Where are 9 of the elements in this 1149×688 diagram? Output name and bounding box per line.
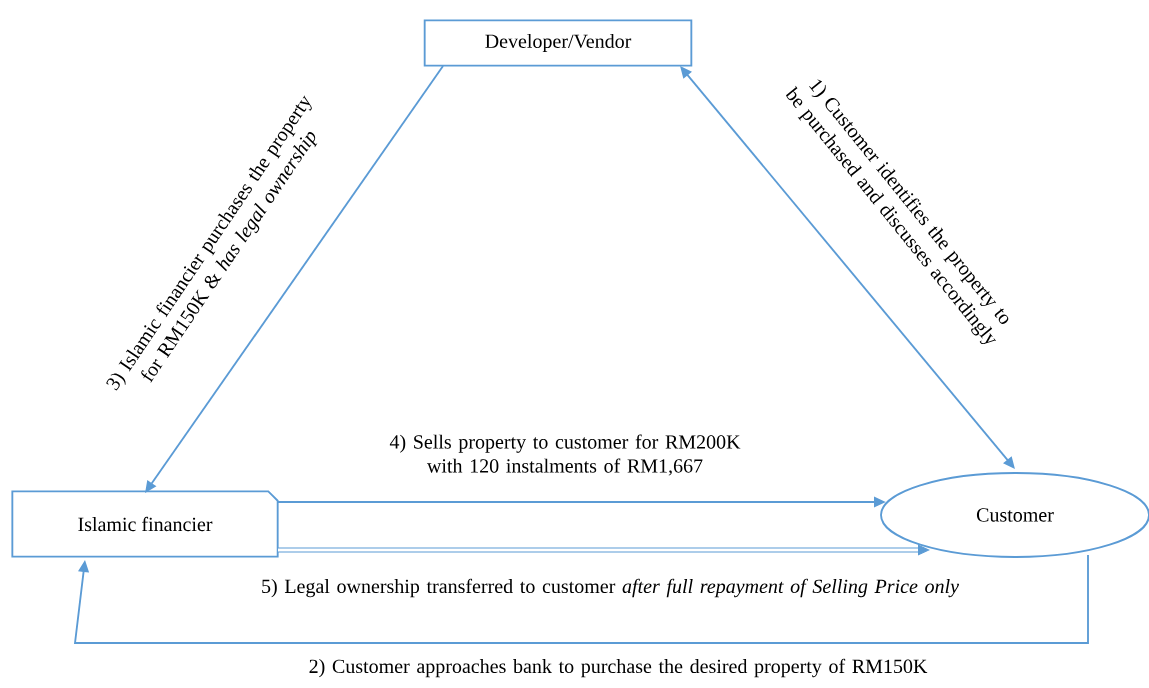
edge-label: 2) Customer approaches bank to purchase the desired property of RM150K [309, 658, 928, 678]
entity-box: Islamic financier [11, 490, 279, 558]
edge-label: 5) Legal ownership transferred to customer after full repayment of Selling Price only [262, 578, 959, 598]
arrow [73, 554, 1089, 644]
arrow [680, 66, 1015, 469]
edge-label: 4) Sells property to customer for RM200K with 120 instalments of RM1,667 [389, 434, 741, 476]
arrow [145, 65, 444, 493]
entity-box: Developer/Vendor [423, 19, 693, 67]
arrow [278, 544, 930, 556]
